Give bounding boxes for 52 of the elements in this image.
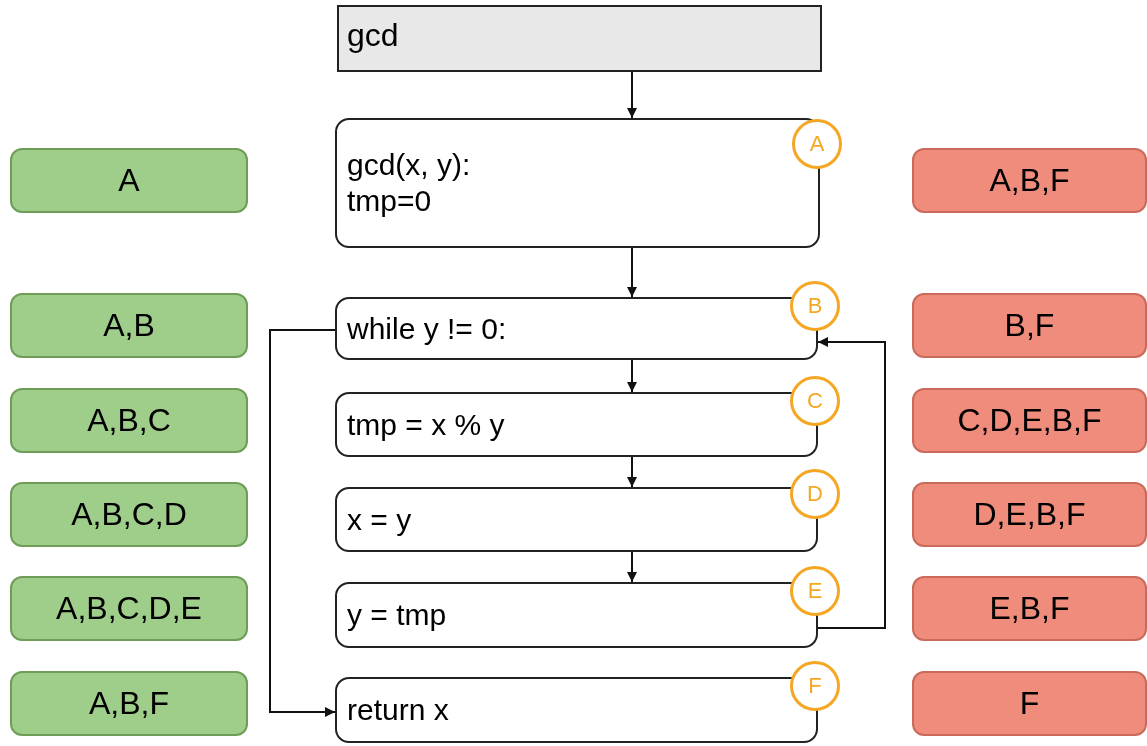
arrow xyxy=(817,337,886,629)
path-set-box xyxy=(10,148,248,213)
step-letter: D xyxy=(807,481,823,507)
path-set-box xyxy=(10,293,248,358)
step-letter-circle xyxy=(790,469,840,519)
step-letter-circle xyxy=(792,119,842,169)
arrow xyxy=(627,551,637,583)
code-text: gcd(x, y): xyxy=(347,147,472,183)
path-set-box xyxy=(912,671,1147,736)
path-set-box xyxy=(912,148,1147,213)
path-list-text: A,B,F xyxy=(89,685,169,722)
arrow xyxy=(627,359,637,393)
path-list-text: A,B,C,D xyxy=(71,496,187,533)
path-set-box xyxy=(912,576,1147,641)
path-list-text: C,D,E,B,F xyxy=(957,402,1102,439)
step-letter-circle xyxy=(790,281,840,331)
path-list-text: A xyxy=(118,162,140,199)
path-list-text: A,B,C,D,E xyxy=(56,590,202,627)
path-list-text: B,F xyxy=(1004,307,1055,344)
step-letter-circle xyxy=(790,376,840,426)
step-letter-circle xyxy=(790,566,840,616)
path-set-box xyxy=(10,576,248,641)
path-list-text: A,B xyxy=(103,307,155,344)
step-letter: F xyxy=(808,673,822,699)
path-set-box xyxy=(10,388,248,453)
step-letter: A xyxy=(809,131,825,157)
arrow xyxy=(269,329,336,717)
step-letter-circle xyxy=(790,661,840,711)
path-list-text: A,B,C xyxy=(87,402,171,439)
title-box xyxy=(337,5,822,72)
code-text: y = tmp xyxy=(347,597,448,633)
code-text: tmp=0 xyxy=(347,183,433,219)
code-text: tmp = x % y xyxy=(347,406,506,443)
code-text: return x xyxy=(347,692,450,728)
step-letter: E xyxy=(807,578,823,604)
path-list-text: D,E,B,F xyxy=(973,496,1086,533)
arrow xyxy=(627,456,637,488)
code-text: x = y xyxy=(347,501,413,538)
arrow xyxy=(627,247,637,298)
step-letter: B xyxy=(807,293,823,319)
code-text: while y != 0: xyxy=(347,310,508,347)
path-list-text: F xyxy=(1019,685,1040,722)
step-letter: C xyxy=(807,388,823,414)
arrow xyxy=(627,71,637,119)
function-name: gcd xyxy=(347,17,399,53)
path-set-box xyxy=(10,482,248,547)
path-list-text: A,B,F xyxy=(989,162,1070,199)
path-set-box xyxy=(912,388,1147,453)
path-set-box xyxy=(10,671,248,736)
path-list-text: E,B,F xyxy=(989,590,1070,627)
path-set-box xyxy=(912,293,1147,358)
path-set-box xyxy=(912,482,1147,547)
